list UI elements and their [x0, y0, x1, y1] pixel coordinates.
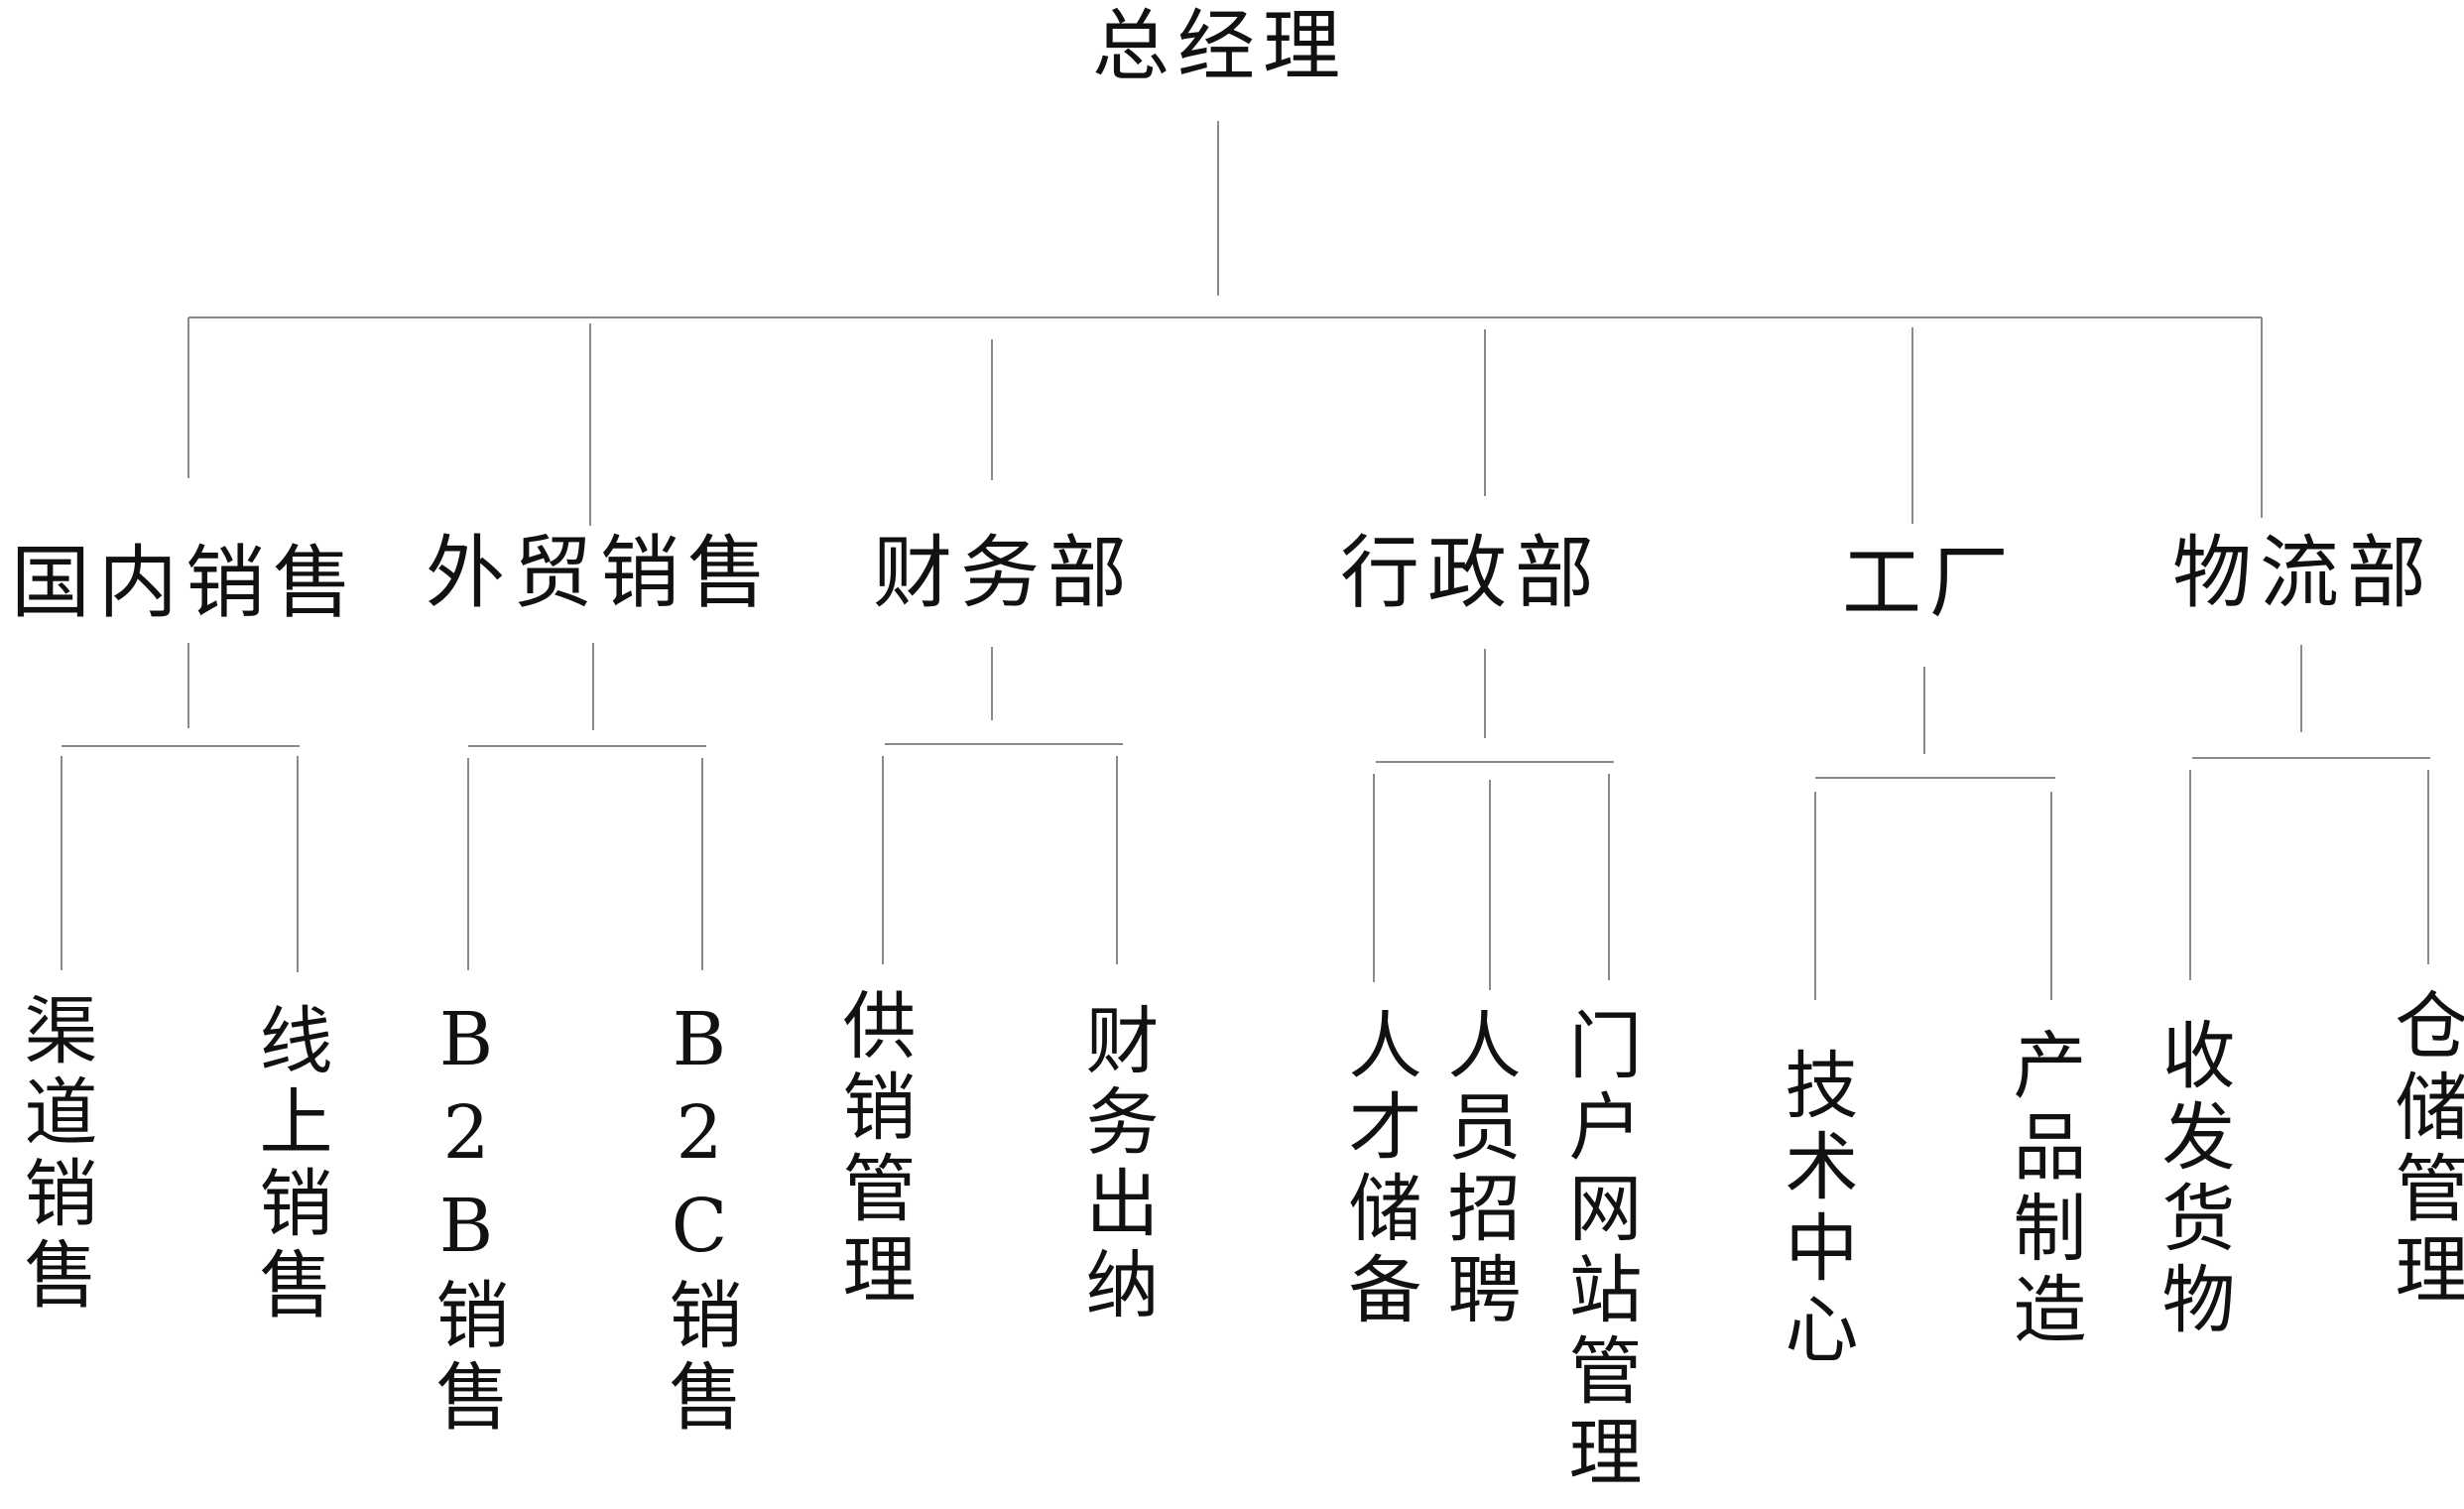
node-dept-finance: 财务部: [873, 527, 1135, 619]
node-channel-sales: 渠道销售: [12, 992, 97, 1318]
node-tech-center: 技术中心: [1773, 1047, 1858, 1372]
node-recruitment: 人员招聘: [1435, 1007, 1521, 1332]
node-dept-domestic-sales: 国内销售: [11, 537, 360, 629]
node-shipping-receiving: 收发货物: [2150, 1017, 2235, 1342]
node-dept-foreign-trade-sales: 外贸销售: [426, 527, 775, 619]
node-supply-sales-mgmt: 供销管理: [830, 987, 916, 1313]
node-dept-logistics: 物流部: [2172, 527, 2434, 619]
node-portal-website-mgmt: 门户网站管理: [1556, 1007, 1642, 1495]
node-talent-reserve: 人才储备: [1336, 1007, 1421, 1332]
node-general-manager: 总经理: [1091, 2, 1349, 91]
node-b2c-sales: B2C销售: [657, 997, 742, 1440]
node-finance-cashier: 财务出纳: [1073, 1002, 1159, 1327]
node-dept-administration: 行政部: [1340, 527, 1602, 619]
node-product-manufacturing: 产品制造: [2001, 1027, 2086, 1352]
node-b2b-sales: B2B销售: [424, 997, 509, 1440]
node-dept-factory: 工厂: [1842, 537, 2017, 629]
node-warehousing-mgmt: 仓储管理: [2383, 987, 2464, 1313]
node-online-sales: 线上销售: [247, 1002, 332, 1327]
